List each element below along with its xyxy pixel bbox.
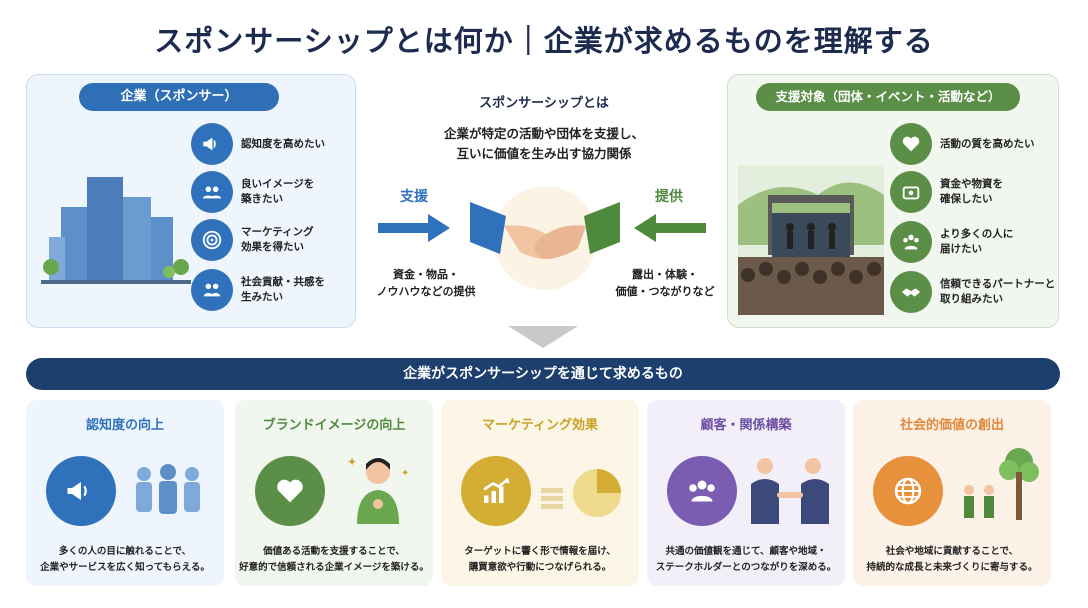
card-description: ターゲットに響く形で情報を届け、 購買意欲や行動につなげられる。 <box>464 546 616 573</box>
support-label: 支援 <box>400 189 428 205</box>
card-relationship: 顧客・関係構築 共通の価値観を通じて、顧客や地域・ ステークホルダーとのつながり… <box>647 400 845 586</box>
card-description: 価値ある活動を支援することで、 好意的で信頼される企業イメージを築ける。 <box>239 546 429 573</box>
group-icon <box>667 456 737 526</box>
card-description: 社会や地域に貢献することで、 持続的な成長と未来づくりに寄与する。 <box>866 546 1038 573</box>
card-description: 共通の価値観を通じて、顧客や地域・ ステークホルダーとのつながりを深める。 <box>655 546 837 573</box>
arrow-left-icon <box>634 214 706 242</box>
target-icon <box>191 219 233 261</box>
card-social-value: 社会的価値の創出 社会や地域に貢献することで、 持続的な成長と未来づくりに寄与す… <box>853 400 1051 586</box>
community-icon <box>191 269 233 311</box>
recipient-item-quality: 活動の質を高めたい <box>890 123 1035 165</box>
svg-text:✦: ✦ <box>347 455 357 469</box>
sponsor-item-label: マーケティング 効果を得たい <box>241 226 314 253</box>
sponsor-pill: 企業（スポンサー） <box>79 83 279 111</box>
sponsor-item-label: 認知度を高めたい <box>241 137 325 150</box>
megaphone-icon <box>46 456 116 526</box>
card-description: 多くの人の目に触れることで、 企業やサービスを広く知ってもらえる。 <box>40 546 210 573</box>
card-title: ブランドイメージの向上 <box>262 418 406 433</box>
business-handshake-illustration <box>751 458 829 524</box>
recipient-item-funds: 資金や物資を 確保したい <box>890 171 1003 213</box>
card-brand-image: ブランドイメージの向上 ✦✦ 価値ある活動を支援することで、 好意的で信頼される… <box>235 400 433 586</box>
city-buildings-illustration <box>41 177 191 284</box>
sponsor-panel: 企業（スポンサー） 認知度を高めたい 良いイメージを 築きたい マーケティング … <box>26 74 356 328</box>
benefits-banner: 企業がスポンサーシップを通じて求めるもの <box>26 358 1060 390</box>
provide-label: 提供 <box>655 189 683 205</box>
center-description: 企業が特定の活動や団体を支援し、 互いに価値を生み出す協力関係 <box>443 126 644 161</box>
sponsor-item-label: 社会貢献・共感を 生みたい <box>241 276 325 303</box>
concert-stage-illustration <box>738 165 884 315</box>
card-awareness: 認知度の向上 多くの人の目に触れることで、 企業やサービスを広く知ってもらえる。 <box>26 400 224 586</box>
card-title: 認知度の向上 <box>85 418 164 433</box>
handshake-icon <box>890 271 932 313</box>
sponsor-item-awareness: 認知度を高めたい <box>191 123 325 165</box>
center-heading: スポンサーシップとは <box>479 96 609 111</box>
recipient-item-reach: より多くの人に 届けたい <box>890 221 1013 263</box>
svg-text:✦: ✦ <box>401 468 409 479</box>
growth-chart-icon <box>461 456 531 526</box>
people-icon <box>191 171 233 213</box>
money-icon <box>890 171 932 213</box>
card-title: 社会的価値の創出 <box>899 418 1004 433</box>
recipient-item-label: 資金や物資を 確保したい <box>940 178 1003 205</box>
provide-subtext: 露出・体験・ 価値・つながりなど <box>615 268 715 298</box>
people-with-tree-illustration <box>964 448 1039 520</box>
person-illustration: ✦✦ <box>347 455 409 524</box>
group-icon <box>890 221 932 263</box>
heart-icon <box>255 456 325 526</box>
support-subtext: 資金・物品・ ノウハウなどの提供 <box>376 268 476 298</box>
recipient-item-label: 活動の質を高めたい <box>940 137 1035 150</box>
crowd-icon <box>136 464 200 514</box>
arrow-right-icon <box>378 214 450 242</box>
globe-icon <box>873 456 943 526</box>
card-title: マーケティング効果 <box>482 418 598 433</box>
recipient-panel: 支援対象（団体・イベント・活動など） 活動の質を高めたい 資金や物資を 確保した… <box>727 74 1059 328</box>
sponsor-item-social: 社会貢献・共感を 生みたい <box>191 269 325 311</box>
page-title: スポンサーシップとは何か｜企業が求めるものを理解する <box>154 24 934 58</box>
sponsor-item-image: 良いイメージを 築きたい <box>191 171 314 213</box>
recipient-item-label: 信頼できるパートナーと 取り組みたい <box>940 278 1056 305</box>
card-title: 顧客・関係構築 <box>700 418 792 433</box>
recipient-item-partner: 信頼できるパートナーと 取り組みたい <box>890 271 1055 313</box>
heart-icon <box>890 123 932 165</box>
recipient-pill: 支援対象（団体・イベント・活動など） <box>756 83 1020 111</box>
handshake-illustration <box>470 186 620 290</box>
sponsor-item-label: 良いイメージを 築きたい <box>241 178 315 205</box>
down-arrow-icon <box>508 326 578 348</box>
recipient-item-label: より多くの人に 届けたい <box>940 228 1014 255</box>
card-marketing: マーケティング効果 ターゲットに響く形で情報を届け、 購買意欲や行動につなげられ… <box>441 400 639 586</box>
pie-chart-icon <box>541 469 621 517</box>
sponsor-item-marketing: マーケティング 効果を得たい <box>191 219 314 261</box>
megaphone-icon <box>191 123 233 165</box>
